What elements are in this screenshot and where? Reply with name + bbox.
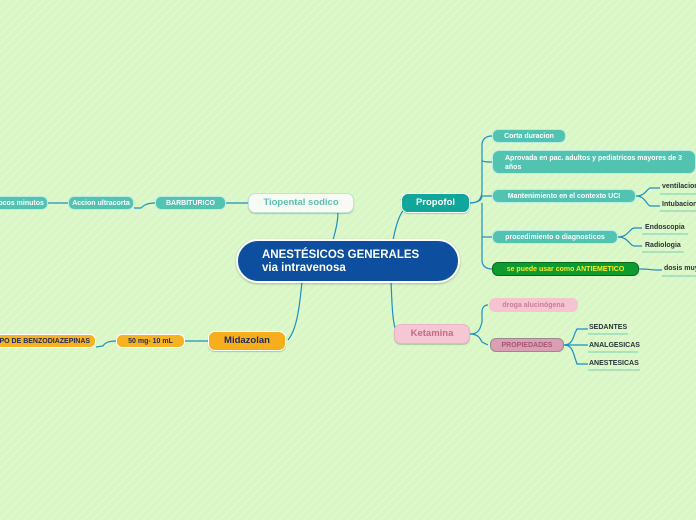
leaf-intubacion[interactable]: Intubacion (662, 201, 696, 208)
leaf-radiologia[interactable]: Radiologia (645, 242, 681, 249)
subtopic-dosis-midazolan[interactable]: 50 mg- 10 mL (116, 334, 185, 348)
topic-tiopental[interactable]: Tiopental sodico (248, 193, 354, 213)
central-topic[interactable]: ANESTÉSICOS GENERALES via intravenosa (236, 239, 460, 283)
central-title-line1: ANESTÉSICOS GENERALES (262, 249, 420, 261)
subtopic-corta-duracion[interactable]: Corta duracion (492, 129, 566, 143)
link-midazolan (287, 281, 303, 341)
topic-propofol[interactable]: Propofol (401, 193, 470, 213)
link-propofol-bus (468, 135, 493, 204)
subtopic-pocos-minutos[interactable]: pocos minutos (0, 196, 48, 210)
leaf-endoscopia[interactable]: Endoscopia (645, 224, 685, 231)
subtopic-antiemetico[interactable]: se puede usar como ANTIEMETICO (492, 262, 639, 276)
leaf-anestesicas[interactable]: ANESTESICAS (589, 360, 639, 367)
subtopic-barbiturico[interactable]: BARBITURICO (155, 196, 226, 210)
subtopic-droga-alucinogena[interactable]: droga alucinógena (489, 298, 578, 312)
central-title-line2: via intravenosa (262, 262, 346, 274)
subtopic-procedimiento[interactable]: procedimiento o diagnosticos (492, 230, 618, 244)
leaf-ventilacion[interactable]: ventilacion (662, 183, 696, 190)
subtopic-mantenimiento-uci[interactable]: Mantenimiento en el contexto UCI (492, 189, 636, 203)
subtopic-aprobada[interactable]: Aprovada en pac. adultos y pediatricos m… (492, 150, 696, 174)
leaf-sedantes[interactable]: SEDANTES (589, 324, 628, 331)
leaf-analgesicas[interactable]: ANALGESICAS (589, 342, 640, 349)
subtopic-grupo-benzodiazepinas[interactable]: GRUPO DE BENZODIAZEPINAS (0, 334, 96, 348)
topic-ketamina[interactable]: Ketamina (394, 324, 470, 344)
subtopic-accion-ultracorta[interactable]: Accion ultracorta (68, 196, 134, 210)
leaf-dosis-muy[interactable]: dosis muy (664, 265, 696, 272)
subtopic-propiedades[interactable]: PROPIEDADES (490, 338, 564, 352)
topic-midazolan[interactable]: Midazolan (208, 331, 286, 351)
link-tiopental (332, 211, 339, 241)
